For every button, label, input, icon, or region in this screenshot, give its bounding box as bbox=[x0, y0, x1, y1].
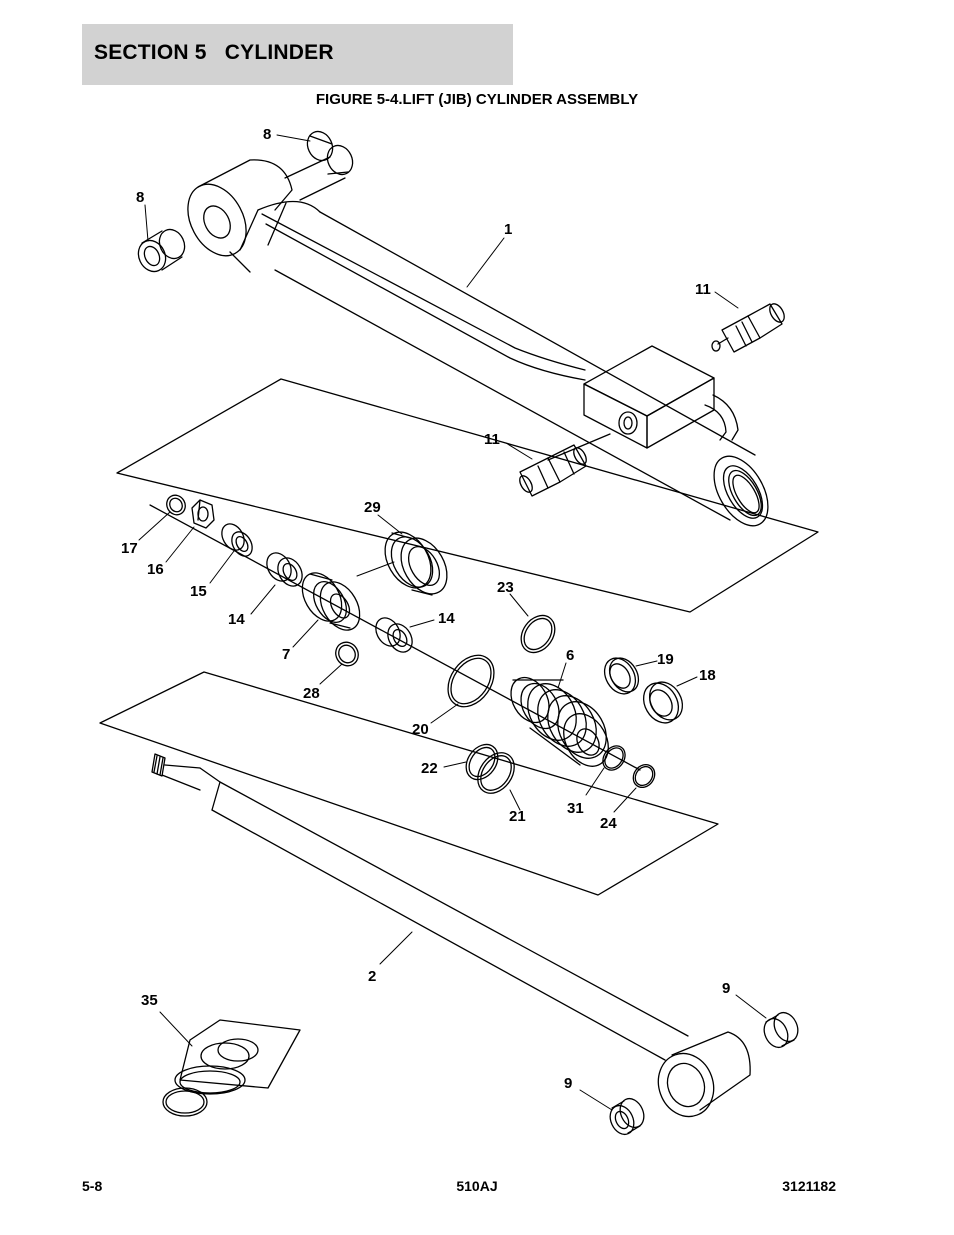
callout-23: 23 bbox=[497, 579, 514, 596]
spacer-15 bbox=[221, 523, 253, 557]
callout-22: 22 bbox=[421, 760, 438, 777]
valve-cartridge-lower bbox=[519, 433, 611, 497]
o-ring-20 bbox=[447, 654, 495, 708]
model-name: 510AJ bbox=[456, 1178, 498, 1194]
figure-title: FIGURE 5-4.LIFT (JIB) CYLINDER ASSEMBLY bbox=[315, 91, 639, 108]
bearing-14-right bbox=[375, 617, 413, 653]
callout-31: 31 bbox=[567, 800, 584, 817]
callout-28: 28 bbox=[303, 685, 320, 702]
callout-1: 1 bbox=[504, 221, 512, 238]
callout-8-lower: 8 bbox=[136, 189, 144, 206]
cylinder-barrel bbox=[187, 156, 769, 527]
callout-21: 21 bbox=[509, 808, 526, 825]
rod-eye bbox=[657, 1031, 751, 1118]
callout-35: 35 bbox=[141, 992, 158, 1009]
callout-9-lower: 9 bbox=[564, 1075, 572, 1092]
callout-2: 2 bbox=[368, 968, 376, 985]
bearing-14-left bbox=[266, 552, 303, 587]
section-title: SECTION 5 CYLINDER bbox=[94, 41, 334, 64]
bushing-9-upper bbox=[763, 1011, 799, 1049]
callout-19: 19 bbox=[657, 651, 674, 668]
nut-16 bbox=[191, 499, 215, 529]
callout-24: 24 bbox=[600, 815, 617, 832]
page-number: 5-8 bbox=[82, 1178, 103, 1194]
rod-plane bbox=[99, 671, 719, 896]
callout-29: 29 bbox=[364, 499, 381, 516]
wear-ring-29 bbox=[384, 531, 448, 596]
leader-lines bbox=[138, 134, 767, 1111]
piston-plane bbox=[116, 378, 819, 613]
port-block bbox=[583, 345, 715, 449]
callout-11-lower: 11 bbox=[484, 431, 500, 448]
callout-16: 16 bbox=[147, 561, 164, 578]
bushing-9-lower bbox=[609, 1097, 645, 1136]
document-number: 3121182 bbox=[782, 1178, 836, 1194]
ring-21 bbox=[477, 752, 515, 794]
callout-15: 15 bbox=[190, 583, 207, 600]
callout-14-left: 14 bbox=[228, 611, 245, 628]
seal-18 bbox=[642, 681, 684, 724]
callout-7: 7 bbox=[282, 646, 290, 663]
piston-centerline bbox=[149, 504, 641, 771]
callout-6: 6 bbox=[566, 647, 574, 664]
ring-22 bbox=[465, 743, 499, 781]
piston-rod bbox=[151, 753, 689, 1061]
callout-9-upper: 9 bbox=[722, 980, 730, 997]
o-ring-23 bbox=[520, 614, 556, 654]
bushing-8-upper bbox=[306, 130, 354, 176]
callout-20: 20 bbox=[412, 721, 429, 738]
ring-31 bbox=[602, 745, 626, 771]
o-ring-28 bbox=[335, 641, 359, 667]
callout-11-upper: 11 bbox=[695, 281, 711, 298]
valve-cartridge-upper bbox=[711, 303, 785, 353]
callout-17: 17 bbox=[121, 540, 138, 557]
cylinder-head-6 bbox=[510, 676, 609, 767]
seal-kit-35 bbox=[162, 1019, 301, 1117]
seal-19 bbox=[603, 657, 640, 695]
section-header-bar: SECTION 5 CYLINDER bbox=[82, 24, 513, 85]
callout-14-right: 14 bbox=[438, 610, 455, 627]
callout-18: 18 bbox=[699, 667, 716, 684]
callout-8-upper: 8 bbox=[263, 126, 271, 143]
spacer-7 bbox=[301, 572, 361, 631]
ring-24 bbox=[632, 763, 656, 789]
bushing-8-lower bbox=[137, 228, 186, 273]
snap-ring-17 bbox=[166, 494, 186, 516]
